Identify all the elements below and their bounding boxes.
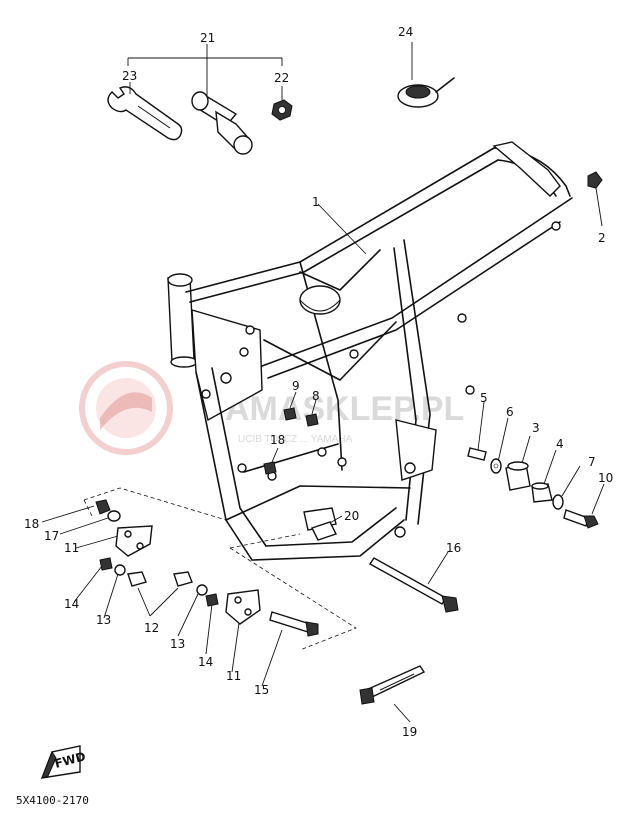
callout-7: 7	[588, 455, 596, 469]
bolts-part-12	[127, 571, 193, 617]
washer-part-6	[490, 417, 509, 474]
nut-part-18-upper	[263, 447, 279, 475]
callout-13-left: 13	[96, 613, 111, 627]
nut-part-22	[271, 86, 293, 121]
watermark-text: AMASKLEP.PL	[225, 390, 464, 428]
callout-18-frame: 18	[270, 433, 285, 447]
callout-13-right: 13	[170, 637, 185, 651]
washer-part-13-right	[177, 584, 208, 637]
nut-part-18-lower	[41, 499, 111, 523]
callout-21: 21	[200, 31, 215, 45]
callout-8: 8	[312, 389, 320, 403]
nut-part-8	[305, 399, 319, 427]
callout-11-lower: 11	[226, 669, 241, 683]
bolt-part-2	[587, 171, 603, 227]
callout-14-right: 14	[198, 655, 213, 669]
fwd-arrow-icon: FWD	[40, 745, 87, 779]
callout-14-left: 14	[64, 597, 79, 611]
callout-labels: 1 2 3 4 5 6 7 8 9 10 11 11 12 13 13 14 1…	[24, 25, 613, 739]
long-bolt-part-16	[368, 551, 459, 613]
callout-16: 16	[446, 541, 461, 555]
group-bracket-21	[127, 44, 283, 96]
wrench-part-23	[107, 82, 183, 141]
callout-15: 15	[254, 683, 269, 697]
socket-tool-part-21	[191, 91, 253, 155]
diagram-code: 5X4100-2170	[16, 794, 89, 807]
nut-part-14-right	[205, 593, 219, 655]
bushing-part-3	[505, 435, 531, 491]
callout-12: 12	[144, 621, 159, 635]
watermark-logo-icon	[79, 361, 173, 455]
washer-part-17	[59, 510, 121, 535]
cable-tie-part-19	[359, 665, 426, 723]
callout-6: 6	[506, 405, 514, 419]
watermark: AMASKLEP.PL UCIB TOŁCZ ... YAMAHA	[79, 361, 464, 455]
callout-18-left: 18	[24, 517, 39, 531]
bracket-part-11-upper	[75, 525, 153, 557]
callout-3: 3	[532, 421, 540, 435]
bolt-part-20	[311, 515, 343, 541]
callout-11-upper: 11	[64, 541, 79, 555]
callout-1: 1	[312, 195, 320, 209]
collar-part-4	[531, 449, 557, 503]
bracket-part-11-lower	[225, 589, 261, 673]
callout-2: 2	[598, 231, 606, 245]
cap-part-24	[397, 42, 455, 108]
callout-4: 4	[556, 437, 564, 451]
callout-19: 19	[402, 725, 417, 739]
callout-17: 17	[44, 529, 59, 543]
pin-part-5	[467, 401, 487, 461]
washer-part-7	[552, 465, 581, 510]
bolt-part-10	[563, 483, 605, 529]
frame-part-1	[167, 141, 573, 561]
nut-part-14-left	[73, 557, 113, 603]
callout-24: 24	[398, 25, 413, 39]
callout-9: 9	[292, 379, 300, 393]
washer-part-13-left	[103, 564, 126, 619]
leader-1	[317, 203, 367, 255]
nut-part-9	[283, 391, 297, 421]
callout-20: 20	[344, 509, 359, 523]
callout-23: 23	[122, 69, 137, 83]
watermark-subtext: UCIB TOŁCZ ... YAMAHA	[238, 434, 353, 445]
bolt-part-15	[261, 611, 319, 687]
callout-22: 22	[274, 71, 289, 85]
callout-10: 10	[598, 471, 613, 485]
callout-5: 5	[480, 391, 488, 405]
